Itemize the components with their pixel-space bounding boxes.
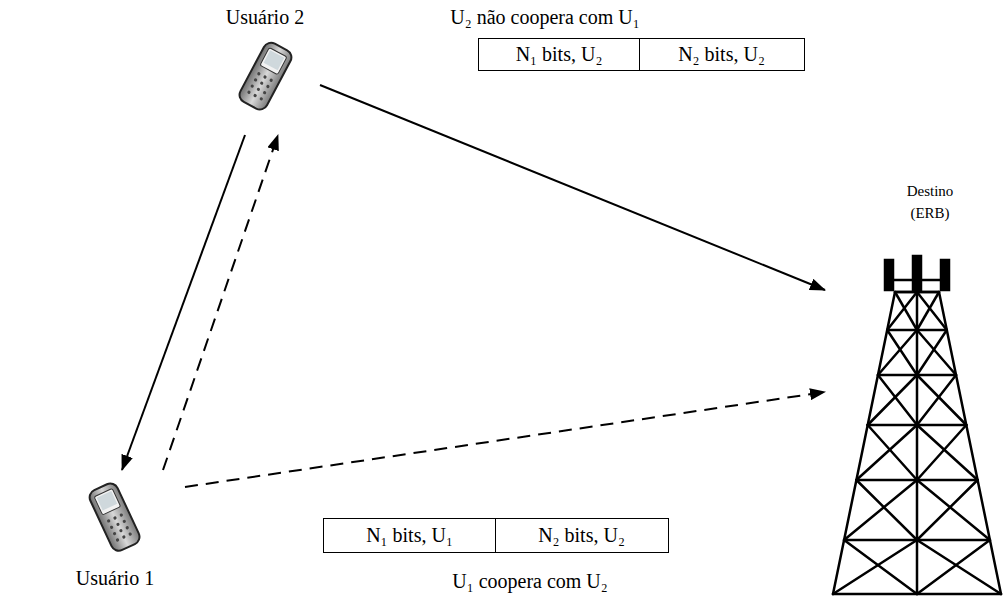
frame-cell: N₂ bits, U₂ — [639, 38, 805, 71]
user-device: Usuário 2 — [210, 5, 320, 135]
dashed-link — [185, 392, 825, 487]
phone-icon — [230, 29, 300, 125]
frame-text: N₁ bits, U₂ — [516, 43, 603, 66]
dashed-link — [163, 135, 278, 470]
caption-note: U₁ coopera com U₂ — [452, 570, 608, 593]
frame-cell: N₂ bits, U₂ — [495, 518, 669, 553]
frame-text: N₂ bits, U₂ — [538, 524, 625, 547]
station-label: Destino (ERB) — [898, 180, 962, 224]
user-label: Usuário 1 — [76, 566, 154, 590]
frame-cell: N₁ bits, U₂ — [478, 38, 640, 71]
frame-text: N₁ bits, U₁ — [366, 524, 453, 547]
frame-text: N₂ bits, U₂ — [678, 43, 765, 66]
caption-note: U₂ não coopera com U₁ — [450, 6, 639, 29]
user-label: Usuário 2 — [226, 5, 304, 29]
user-device: Usuário 1 — [45, 470, 185, 595]
tower-icon — [825, 180, 1003, 598]
phone-icon — [80, 470, 150, 566]
frame-cell: N₁ bits, U₁ — [323, 518, 496, 553]
solid-link — [320, 85, 825, 290]
base-station: Destino (ERB) — [825, 180, 1003, 598]
solid-link — [122, 135, 245, 470]
